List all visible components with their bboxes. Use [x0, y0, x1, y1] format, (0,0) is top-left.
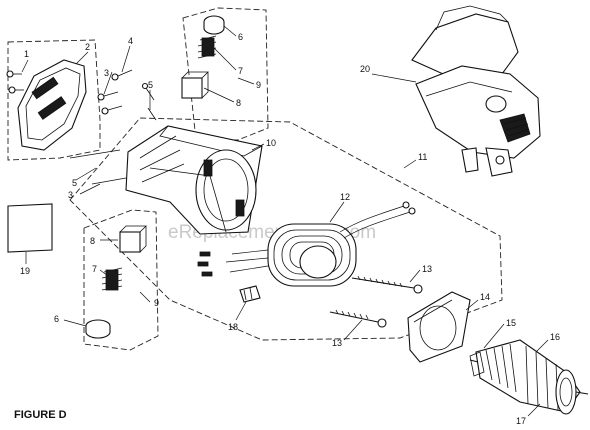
callout-16: 16 [550, 332, 560, 342]
callout-4: 4 [128, 36, 133, 46]
motor-assembly [411, 5, 541, 177]
cover-screws [6, 69, 133, 115]
brush-assembly-bottom [85, 225, 147, 339]
callout-9-upper: 9 [256, 80, 261, 90]
terminal-block [239, 285, 261, 303]
leader-lines [21, 25, 549, 417]
callout-11: 11 [418, 152, 427, 162]
callout-5-upper: 5 [148, 80, 153, 90]
callout-9-lower: 9 [154, 298, 159, 308]
callout-8-upper: 8 [236, 98, 241, 108]
callout-17: 17 [516, 416, 526, 426]
callout-6-lower: 6 [54, 314, 59, 324]
callouts: 1 2 3 4 5 6 7 8 9 10 11 12 13 13 14 15 1… [20, 32, 560, 426]
callout-13-upper: 13 [422, 264, 432, 274]
callout-14: 14 [480, 292, 490, 302]
callout-1: 1 [24, 49, 29, 59]
brush-assembly-top [181, 15, 225, 99]
group-outline-brush-bottom [83, 209, 159, 351]
callout-3-upper: 3 [104, 68, 109, 78]
callout-15: 15 [506, 318, 516, 328]
callout-13-lower: 13 [332, 338, 342, 348]
field-coil [197, 201, 416, 287]
handle-cover [17, 59, 87, 151]
callout-7-lower: 7 [92, 264, 97, 274]
callout-6-upper: 6 [238, 32, 243, 42]
callout-2: 2 [85, 42, 90, 52]
callout-3-lower: 3 [68, 190, 73, 200]
callout-20: 20 [360, 64, 370, 74]
callout-18: 18 [228, 322, 238, 332]
group-outline-brush-top [182, 7, 269, 141]
callout-5-lower: 5 [72, 178, 77, 188]
group-outline-handle-cover [7, 39, 101, 161]
figure-label: FIGURE D [14, 409, 67, 421]
callout-7-upper: 7 [238, 66, 243, 76]
label-plate [7, 203, 53, 253]
callout-19: 19 [20, 266, 30, 276]
callout-8-lower: 8 [90, 236, 95, 246]
baffle [407, 291, 471, 363]
callout-12: 12 [340, 192, 350, 202]
group-outline-field-housing [69, 117, 503, 341]
field-screws [329, 275, 423, 328]
callout-10: 10 [266, 138, 276, 148]
armature [469, 339, 589, 415]
motor-housing [125, 125, 263, 235]
